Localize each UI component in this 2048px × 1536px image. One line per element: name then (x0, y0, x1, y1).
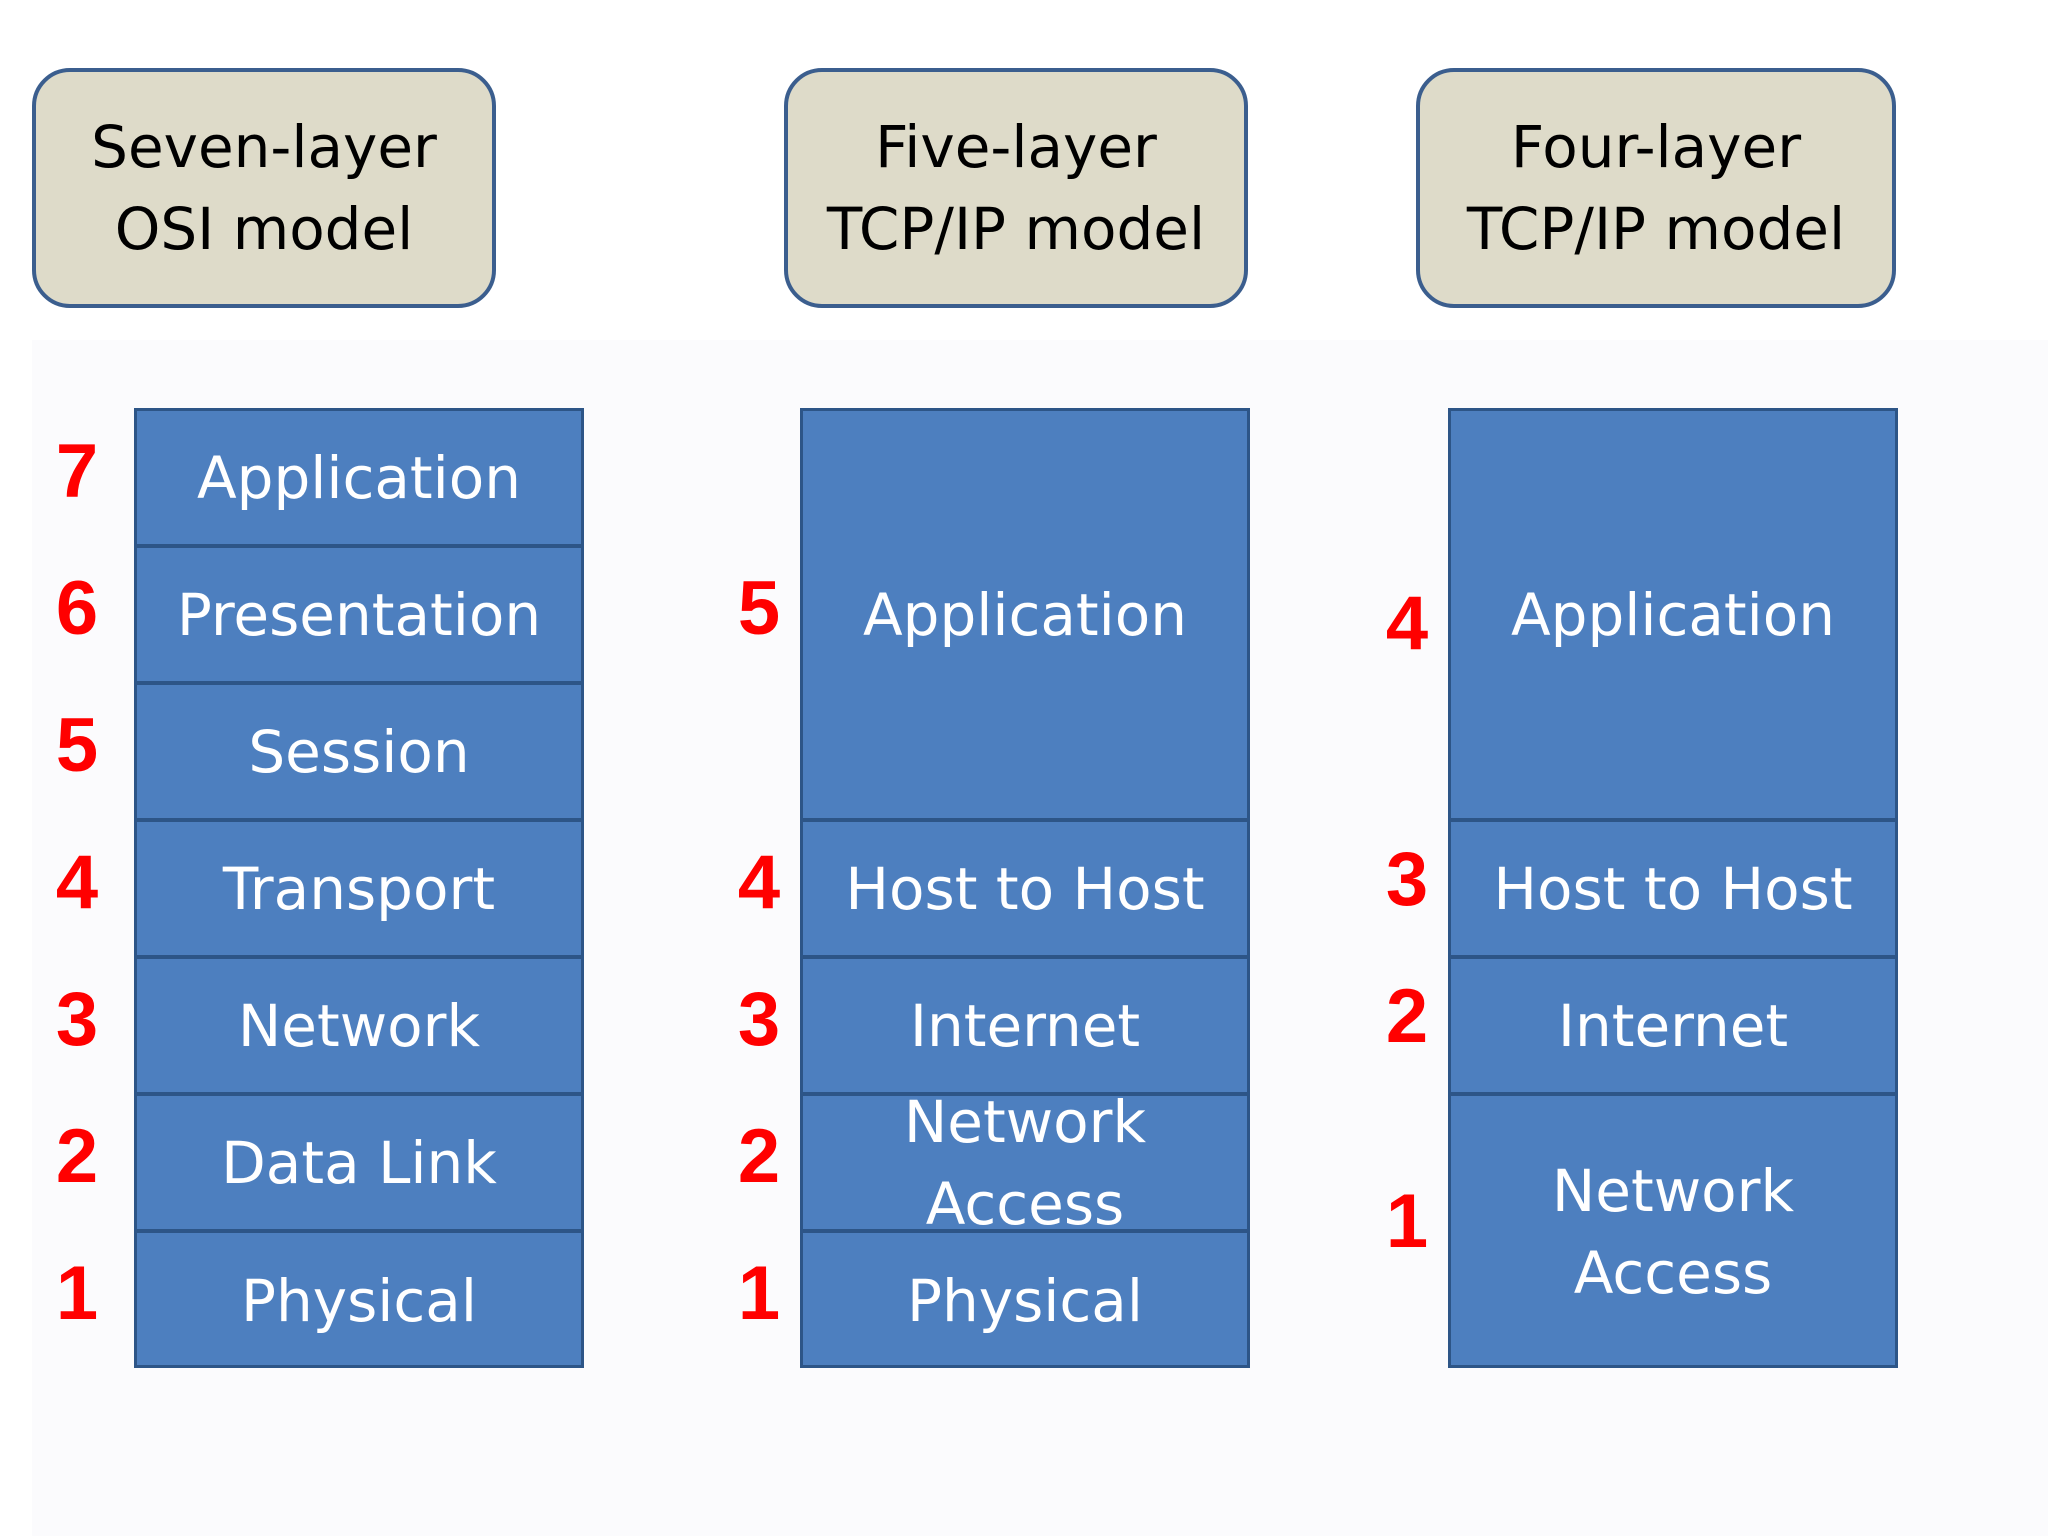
four-layer-label: Host to Host (1493, 854, 1853, 923)
four-layer-number: 4 (1385, 581, 1429, 666)
osi-layer-label: Session (248, 717, 470, 786)
osi-layer-label: Transport (222, 854, 496, 923)
osi-model-header: Seven-layer OSI model (32, 68, 496, 308)
four-layer-model-header: Four-layer TCP/IP model (1416, 68, 1896, 308)
five-layer-title-line-2: TCP/IP model (826, 195, 1206, 263)
five-layer-number: 3 (737, 977, 781, 1062)
five-layer-number: 2 (737, 1114, 781, 1199)
five-layer-number: 5 (737, 566, 781, 651)
osi-layer-stack: Application Presentation Session Transpo… (134, 408, 584, 1368)
four-layer-number: 1 (1385, 1179, 1429, 1264)
osi-layer-application: Application (137, 411, 581, 548)
osi-layer-number: 6 (55, 566, 99, 651)
osi-layer-presentation: Presentation (137, 548, 581, 685)
four-layer-label-line-2: Access (1573, 1239, 1773, 1307)
five-layer-label: Physical (907, 1266, 1143, 1335)
four-layer-label: Internet (1557, 991, 1789, 1060)
osi-layer-label: Presentation (176, 580, 542, 649)
five-layer-label-line-1: Network (903, 1087, 1147, 1156)
four-layer-number: 3 (1385, 837, 1429, 922)
four-layer-network-access: Network Access (1451, 1096, 1895, 1368)
osi-title-line-1: Seven-layer (91, 113, 437, 181)
five-layer-label: Internet (909, 991, 1141, 1060)
four-layer-application: Application (1451, 411, 1895, 822)
osi-layer-number: 4 (55, 840, 99, 925)
osi-title-line-2: OSI model (114, 195, 414, 263)
five-layer-host-to-host: Host to Host (803, 822, 1247, 959)
four-layer-host-to-host: Host to Host (1451, 822, 1895, 959)
osi-layer-label: Data Link (221, 1128, 497, 1197)
five-layer-application: Application (803, 411, 1247, 822)
five-layer-stack: Application Host to Host Internet Networ… (800, 408, 1250, 1368)
four-layer-title-line-2: TCP/IP model (1466, 195, 1846, 263)
four-layer-label: Application (1510, 580, 1836, 649)
osi-layer-number: 5 (55, 703, 99, 788)
four-layer-title-line-1: Four-layer (1510, 113, 1802, 181)
five-layer-network-access: Network Access (803, 1088, 1247, 1238)
osi-layer-label: Network (237, 991, 481, 1060)
osi-layer-network: Network (137, 959, 581, 1096)
five-layer-label-line-2: Access (925, 1169, 1125, 1238)
five-layer-physical: Physical (803, 1233, 1247, 1368)
osi-layer-session: Session (137, 685, 581, 822)
four-layer-number: 2 (1385, 974, 1429, 1059)
osi-layer-number: 2 (55, 1114, 99, 1199)
four-layer-stack: Application Host to Host Internet Networ… (1448, 408, 1898, 1368)
five-layer-number: 1 (737, 1251, 781, 1336)
five-layer-number: 4 (737, 840, 781, 925)
five-layer-title-line-1: Five-layer (875, 113, 1157, 181)
four-layer-internet: Internet (1451, 959, 1895, 1096)
five-layer-label: Host to Host (845, 854, 1205, 923)
five-layer-model-header: Five-layer TCP/IP model (784, 68, 1248, 308)
osi-layer-physical: Physical (137, 1233, 581, 1368)
osi-layer-number: 7 (55, 429, 99, 514)
five-layer-label: Application (862, 580, 1188, 649)
four-layer-label-line-1: Network (1551, 1157, 1795, 1225)
osi-layer-label: Application (196, 443, 522, 512)
osi-layer-label: Physical (241, 1266, 477, 1335)
osi-layer-transport: Transport (137, 822, 581, 959)
osi-layer-data-link: Data Link (137, 1096, 581, 1233)
five-layer-internet: Internet (803, 959, 1247, 1096)
osi-layer-number: 1 (55, 1251, 99, 1336)
osi-layer-number: 3 (55, 977, 99, 1062)
